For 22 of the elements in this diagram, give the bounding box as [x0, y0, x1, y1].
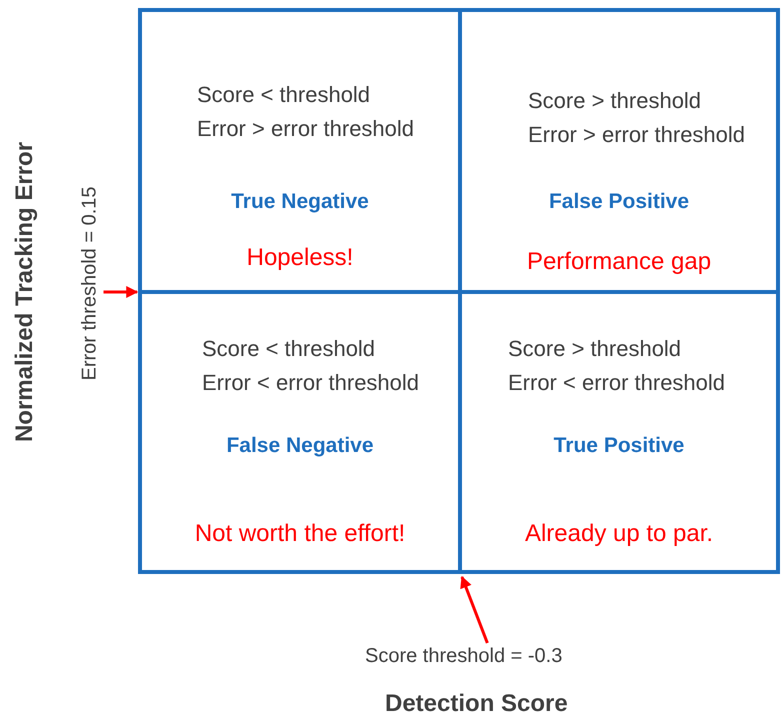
condition-text: Score < threshold [202, 335, 376, 363]
condition-text: Error < error threshold [508, 369, 726, 397]
axis-title: Normalized Tracking Error [11, 140, 39, 444]
quadrant-comment: Already up to par. [524, 520, 714, 548]
quadrant-title: False Negative [225, 434, 375, 458]
axis-title: Detection Score [385, 690, 568, 718]
quadrant-comment: Not worth the effort! [194, 520, 406, 548]
quadrant-title: True Negative [230, 190, 370, 214]
arrow [104, 286, 138, 298]
condition-text: Score > threshold [508, 335, 682, 363]
threshold-label: Score threshold = -0.3 [365, 645, 562, 668]
threshold-label: Error threshold = 0.15 [78, 174, 102, 394]
condition-text: Score > threshold [528, 87, 702, 115]
quadrant-comment: Hopeless! [246, 244, 354, 272]
condition-text: Error > error threshold [197, 115, 414, 143]
quadrant-title: False Positive [548, 190, 690, 214]
quadrant-title: True Positive [552, 434, 686, 458]
quadrant-comment: Performance gap [526, 248, 712, 276]
condition-text: Score < threshold [197, 81, 370, 109]
condition-text: Error < error threshold [202, 369, 420, 397]
arrow [460, 576, 489, 644]
condition-text: Error > error threshold [528, 121, 746, 149]
